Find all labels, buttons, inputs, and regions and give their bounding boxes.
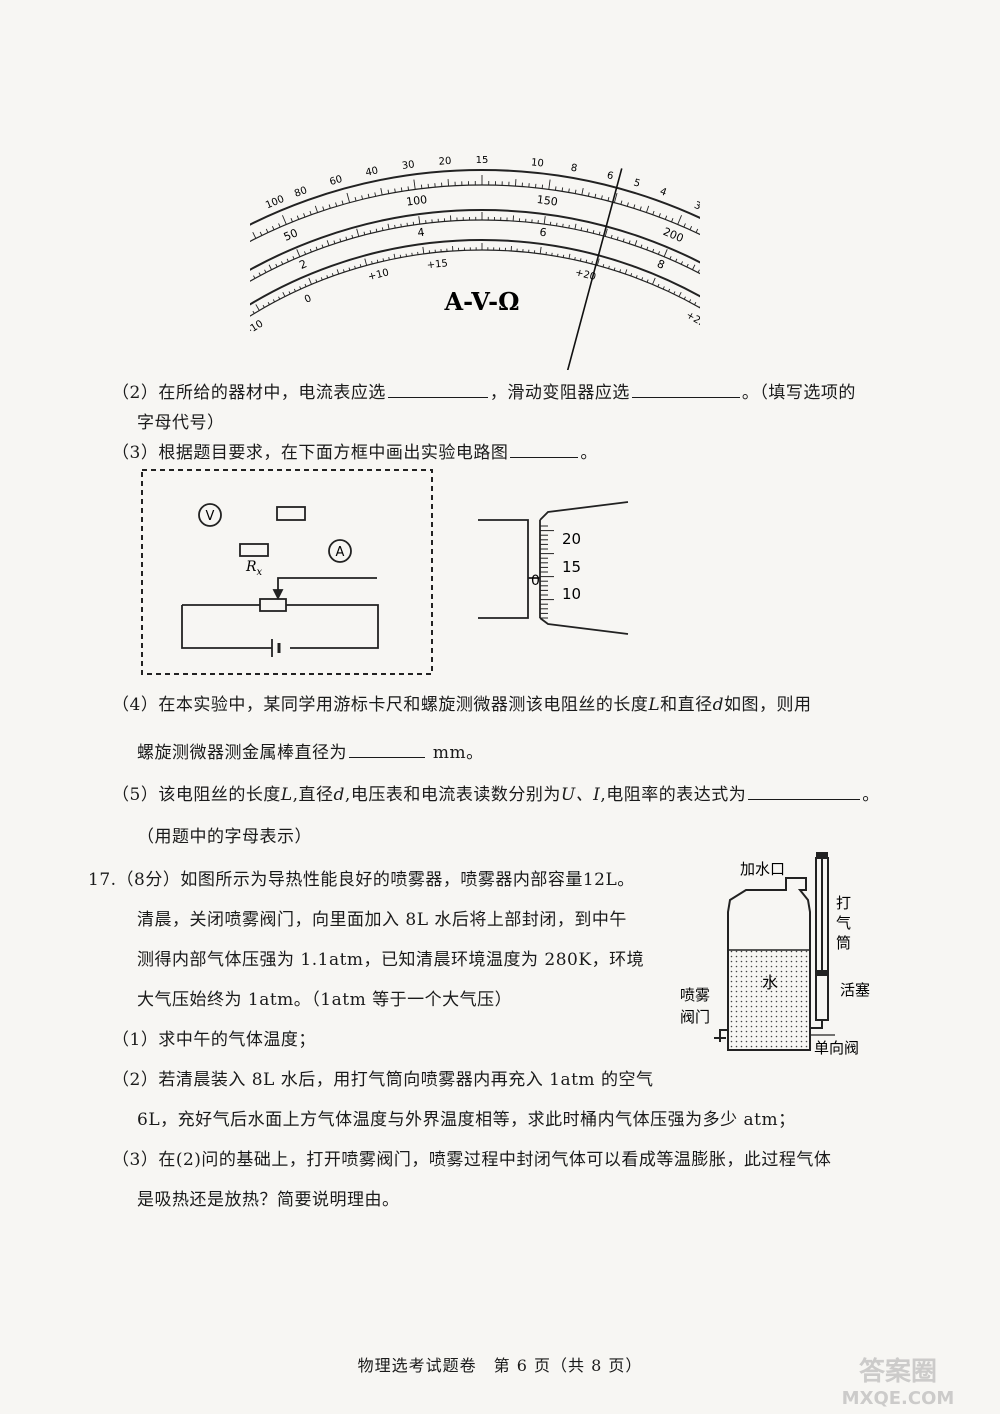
q17-stem-line2: 清晨，关闭喷雾阀门，向里面加入 8L 水后将上部封闭，到中午 <box>137 910 627 930</box>
page-footer: 物理选考试题卷 第 6 页（共 8 页） <box>357 1356 643 1375</box>
q17-sub3-line2: 是吸热还是放热？简要说明理由。 <box>137 1190 400 1210</box>
ohm-tick-label: 200 <box>250 209 253 227</box>
ac-tick-label: 2 <box>297 257 308 272</box>
ac-tick-label: 6 <box>539 226 548 240</box>
dc-tick-label: 150 <box>536 193 559 209</box>
ohm-tick-label: 3 <box>692 200 700 213</box>
label-spray-valve: 喷雾阀门 <box>680 986 710 1026</box>
q17-stem-line1: 17.（8分）如图所示为导热性能良好的喷雾器，喷雾器内部容量12L。 <box>88 870 635 890</box>
dc-tick-label: 200 <box>661 225 685 245</box>
dc-tick-label: 50 <box>282 226 300 243</box>
db-tick-label: +10 <box>367 267 390 283</box>
ohm-tick-label: 30 <box>401 159 415 172</box>
ohm-tick-label: 5 <box>632 177 641 189</box>
db-tick-label: +22 <box>684 310 700 330</box>
q16-part5-line1: （5）该电阻丝的长度L,直径d,电压表和电流表读数分别为U、I,电阻率的表达式为… <box>112 783 880 805</box>
ohm-tick-label: 8 <box>570 163 578 175</box>
ac-tick-label: 4 <box>417 226 426 240</box>
q17-stem-line4: 大气压始终为 1atm。（1atm 等于一个大气压） <box>137 990 513 1010</box>
meter-scale-group: k2k1k5002001008060403020151086543210ΩΩ05… <box>250 155 700 370</box>
q17-sub3-line1: （3）在(2)问的基础上，打开喷雾阀门，喷雾过程中封闭气体可以看成等温膨胀，此过… <box>112 1150 832 1170</box>
circuit-box: V Rx A <box>141 469 433 675</box>
voltmeter-label: V <box>206 509 215 524</box>
q16-part4-line1: （4）在本实验中，某同学用游标卡尺和螺旋测微器测该电阻丝的长度L和直径d如图，则… <box>112 695 812 715</box>
svg-text:MXQE.COM: MXQE.COM <box>842 1388 955 1408</box>
q17-sub2-line2: 6L，充好气后水面上方气体温度与外界温度相等，求此时桶内气体压强为多少 atm； <box>137 1110 796 1130</box>
db-tick-label: +20 <box>574 267 597 283</box>
label-pump: 打气筒 <box>836 894 851 952</box>
q16-part2-line2: 字母代号） <box>137 413 225 433</box>
answer-blank-rheostat[interactable] <box>631 381 740 398</box>
meter-title: A-V-Ω <box>443 287 519 316</box>
ohm-tick-label: 15 <box>476 155 489 166</box>
multimeter-dial: k2k1k5002001008060403020151086543210ΩΩ05… <box>250 155 700 370</box>
ohm-tick-label: 6 <box>606 170 615 182</box>
thimble-label: 10 <box>562 585 581 603</box>
ohm-tick-label: 40 <box>365 165 380 178</box>
label-piston: 活塞 <box>840 981 870 999</box>
resistor-rx <box>239 543 269 557</box>
answer-blank-circuit[interactable] <box>510 441 579 458</box>
meter-needle <box>566 168 623 370</box>
q16-part2-line1: （2）在所给的器材中，电流表应选，滑动变阻器应选。（填写选项的 <box>112 381 856 403</box>
q16-part5-note: （用题中的字母表示） <box>137 827 312 847</box>
rheostat-symbol <box>181 577 379 657</box>
thimble-label: 20 <box>562 530 581 548</box>
micrometer-figure: 20 15 10 0 <box>478 501 629 635</box>
ohm-tick-label: 4 <box>658 186 668 199</box>
ohm-tick-label: 60 <box>328 174 343 188</box>
ohm-tick-label: 80 <box>293 185 309 200</box>
db-tick-label: -10 <box>250 318 265 336</box>
voltmeter-symbol <box>198 503 222 527</box>
resistor-blank <box>276 506 306 521</box>
sprayer-figure: 加水口 打气筒 水 活塞 喷雾阀门 单向阀 <box>680 852 870 1057</box>
svg-text:答案圈: 答案圈 <box>859 1356 937 1387</box>
answer-blank-ammeter[interactable] <box>387 381 488 398</box>
q17-sub2-line1: （2）若清晨装入 8L 水后，用打气筒向喷雾器内再充入 1atm 的空气 <box>112 1070 654 1090</box>
ammeter-label: A <box>336 545 345 560</box>
q17-sub1: （1）求中午的气体温度； <box>112 1030 316 1050</box>
label-water-inlet: 加水口 <box>740 860 785 878</box>
ohm-tick-label: 10 <box>530 157 544 169</box>
label-water: 水 <box>762 973 778 992</box>
answer-blank-resistivity[interactable] <box>748 783 861 800</box>
ammeter-symbol <box>328 539 352 563</box>
dc-tick-label: 100 <box>405 193 428 209</box>
thimble-label: 15 <box>562 558 581 576</box>
ohm-tick-label: 20 <box>438 156 451 168</box>
label-check-valve: 单向阀 <box>814 1039 859 1057</box>
db-tick-label: 0 <box>303 293 313 306</box>
q17-stem-line3: 测得内部气体压强为 1.1atm，已知清晨环境温度为 280K，环境 <box>137 950 645 970</box>
sleeve-zero-label: 0 <box>531 573 540 589</box>
answer-blank-diameter[interactable] <box>349 741 425 758</box>
watermark-logo: 答案圈 MXQE.COM <box>842 1356 955 1408</box>
ac-tick-label: 8 <box>655 257 666 272</box>
micrometer-thimble-scale: 20 15 10 0 <box>531 525 581 619</box>
q16-part4-line2: 螺旋测微器测金属棒直径为 mm。 <box>137 741 484 763</box>
q16-part3: （3）根据题目要求，在下面方框中画出实验电路图。 <box>112 441 598 463</box>
resistor-rx-label: Rx <box>245 559 263 578</box>
db-tick-label: +15 <box>426 258 448 271</box>
